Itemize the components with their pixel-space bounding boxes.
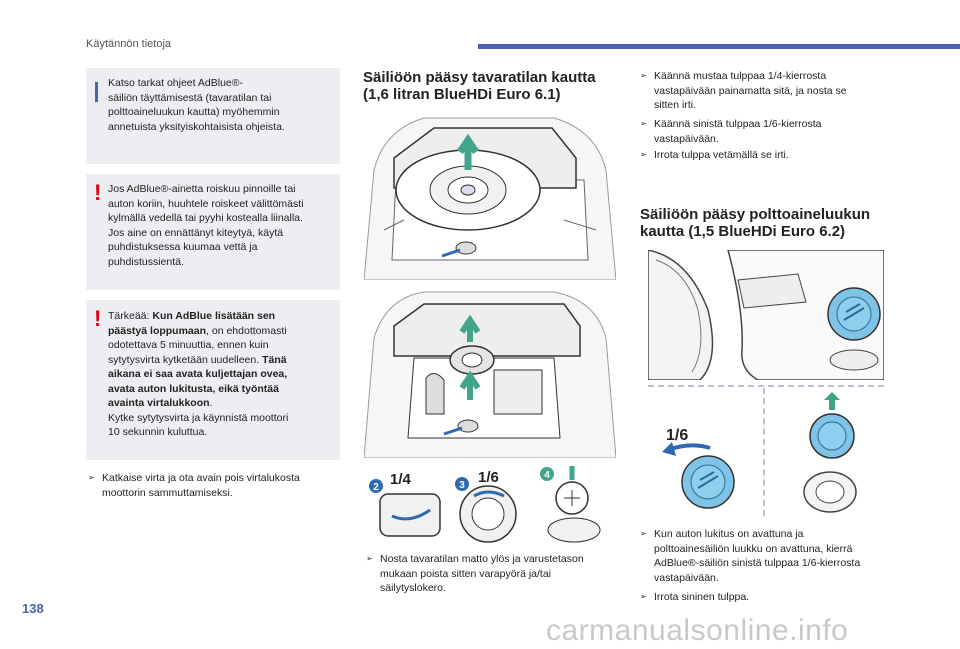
arrow-bullet-icon: ➢ [88,473,95,482]
arrow-bullet-icon: ➢ [640,592,647,601]
arrow-bullet-icon: ➢ [640,150,647,159]
warning-line: avainta virtalukkoon. [108,397,213,409]
warning-line: auton koriin, huuhtele roiskeet välittöm… [108,197,304,210]
arrow-bullet-icon: ➢ [640,71,647,80]
warning-line: puhdistussientä. [108,255,184,268]
warning-line: Kytke sytytysvirta ja käynnistä moottori [108,411,289,424]
sixth-turn-label: 1/6 [666,427,688,444]
bullet-item: ➢ Käännä sinistä tulppaa 1/6-kierrosta v… [640,118,822,145]
section-header: Käytännön tietoja [86,38,172,50]
watermark: carmanualsonline.info [546,614,849,647]
warning-box-2: ! Tärkeää: Kun AdBlue lisätään sen pääst… [86,300,340,460]
step-3-label: 3 [459,480,465,491]
info-line: säiliön täyttämisestä (tavaratilan tai [108,91,272,104]
warning-line: Tärkeää: Kun AdBlue lisätään sen [108,310,276,322]
warning-line: puhdistuksessa kuumaa vettä ja [108,241,258,253]
trunk-tank-figure [364,288,616,458]
info-line: annetuista yksityiskohtaisista ohjeista. [108,120,285,133]
bullet-item: ➢ Irrota sininen tulppa. [640,591,750,603]
warning-line: päästyä loppumaan, on ehdottomasti [108,324,287,337]
section-title-fuel-flap: Säiliöön pääsy polttoaineluukun kautta (… [640,206,871,240]
warning-line: avata auton lukitusta, eikä työntää [108,382,279,395]
fuel-flap-figure [648,250,884,380]
cap-steps-figure: 2 1/4 3 1/6 4 [364,462,616,546]
info-line: Katso tarkat ohjeet AdBlue®- [108,77,243,89]
info-box: Katso tarkat ohjeet AdBlue®- säiliön täy… [86,68,340,164]
section-title-trunk: Säiliöön pääsy tavaratilan kautta (1,6 l… [363,69,596,103]
arrow-bullet-icon: ➢ [640,119,647,128]
figure-divider [648,385,884,387]
warning-line: sytytysvirta kytketään uudelleen. Tänä [108,353,287,366]
arrow-bullet-icon: ➢ [366,554,373,563]
warning-line: aikana ei saa avata kuljettajan ovea, [108,368,288,380]
arrow-bullet-icon: ➢ [640,529,647,538]
remove-cap-figure [772,392,884,522]
warning-line: Jos AdBlue®-ainetta roiskuu pinnoille ta… [108,183,296,195]
step-4-label: 4 [544,470,550,481]
sixth-turn-label: 1/6 [478,469,499,486]
header-bar [478,44,960,49]
quarter-turn-label: 1/4 [390,471,412,488]
warning-box-1: ! Jos AdBlue®-ainetta roiskuu pinnoille … [86,174,340,290]
warning-line: 10 sekunnin kuluttua. [108,426,208,438]
turn-cap-figure: 1/6 [650,392,760,512]
page-number: 138 [22,601,44,616]
bullet-item: ➢ Kun auton lukitus on avattuna ja poltt… [640,528,861,584]
info-line: polttoaineluukun kautta) myöhemmin [108,106,280,118]
bullet-item: ➢ Irrota tulppa vetämällä se irti. [640,149,789,161]
bullet-item: ➢ Nosta tavaratilan matto ylös ja varust… [366,553,584,594]
info-icon [95,82,98,102]
warning-line: kylmällä vedellä tai pyyhi kostealla lii… [108,212,303,224]
warning-line: odotettava 5 minuuttia, ennen kuin [108,339,269,351]
figure-divider [763,388,765,516]
warning-icon: ! [94,306,102,331]
warning-line: Jos aine on ennättänyt kiteytyä, käytä [108,226,284,239]
step-2-label: 2 [373,482,379,493]
trunk-spare-wheel-figure [364,110,616,280]
bullet-item: ➢ Käännä mustaa tulppaa 1/4-kierrosta va… [640,70,847,111]
warning-icon: ! [94,180,102,205]
bullet-item: ➢ Katkaise virta ja ota avain pois virta… [88,472,300,499]
